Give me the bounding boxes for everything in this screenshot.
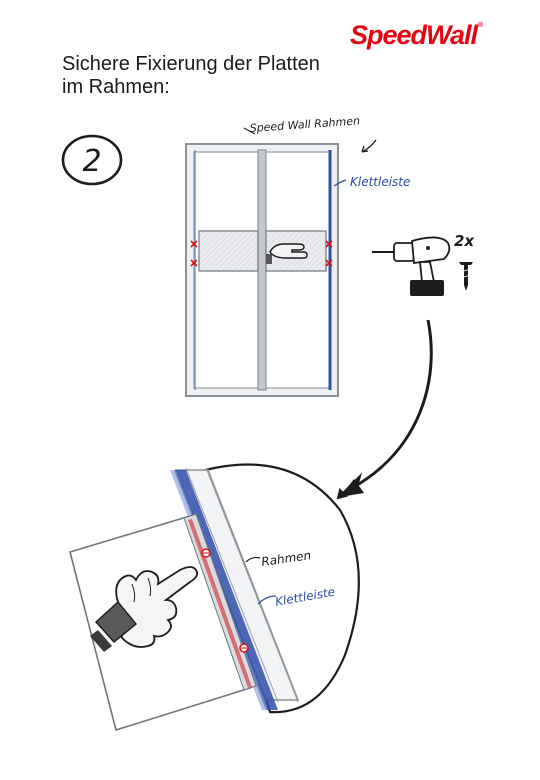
velcro-label-leader: [333, 179, 347, 187]
zoom-arrow-icon: [336, 319, 433, 500]
detail-frame-label: Rahmen: [260, 548, 311, 569]
screw-count-label: 2x: [454, 232, 475, 250]
detail-frame-edge-2: [205, 467, 299, 703]
detail-panel-contact-line: [188, 519, 252, 688]
step-number-text: 2: [82, 144, 101, 179]
page-title-line-1: Sichere Fixierung der Platten: [62, 53, 320, 75]
step-number-circle: [61, 134, 123, 186]
detail-view: Rahmen Klettleiste: [69, 463, 360, 732]
screw-markers-left: [190, 240, 198, 267]
page-title: Sichere Fixierung der Platten im Rahmen:: [62, 53, 320, 99]
detail-screw-1: [201, 548, 211, 558]
screw-icon: [459, 262, 473, 291]
screw-markers-right: [325, 240, 333, 267]
cordless-drill-icon: [372, 236, 451, 296]
panel-left-shade: [199, 231, 258, 271]
page-title-line-2: im Rahmen:: [62, 76, 170, 98]
registered-mark: ®: [478, 22, 483, 29]
step-number-badge: 2: [61, 134, 123, 186]
velcro-label: Klettleiste: [350, 175, 410, 189]
logo-text: SpeedWall: [350, 20, 478, 50]
frame-label-arrow-icon: [361, 139, 377, 153]
pointing-hand-icon: [90, 566, 199, 652]
frame-label: Speed Wall Rahmen: [249, 114, 360, 135]
detail-frame-leader: [245, 556, 261, 563]
speedwall-logo: SpeedWall®: [350, 20, 483, 50]
center-post: [257, 149, 267, 391]
frame-overview: [185, 143, 339, 397]
small-pointing-hand-icon: [266, 243, 308, 264]
detail-frame-edge-1: [185, 467, 279, 703]
detail-velcro-leader: [257, 595, 277, 605]
detail-screw-2: [239, 643, 249, 653]
detail-bubble: [196, 463, 360, 714]
frame-label-leader: [243, 127, 256, 135]
